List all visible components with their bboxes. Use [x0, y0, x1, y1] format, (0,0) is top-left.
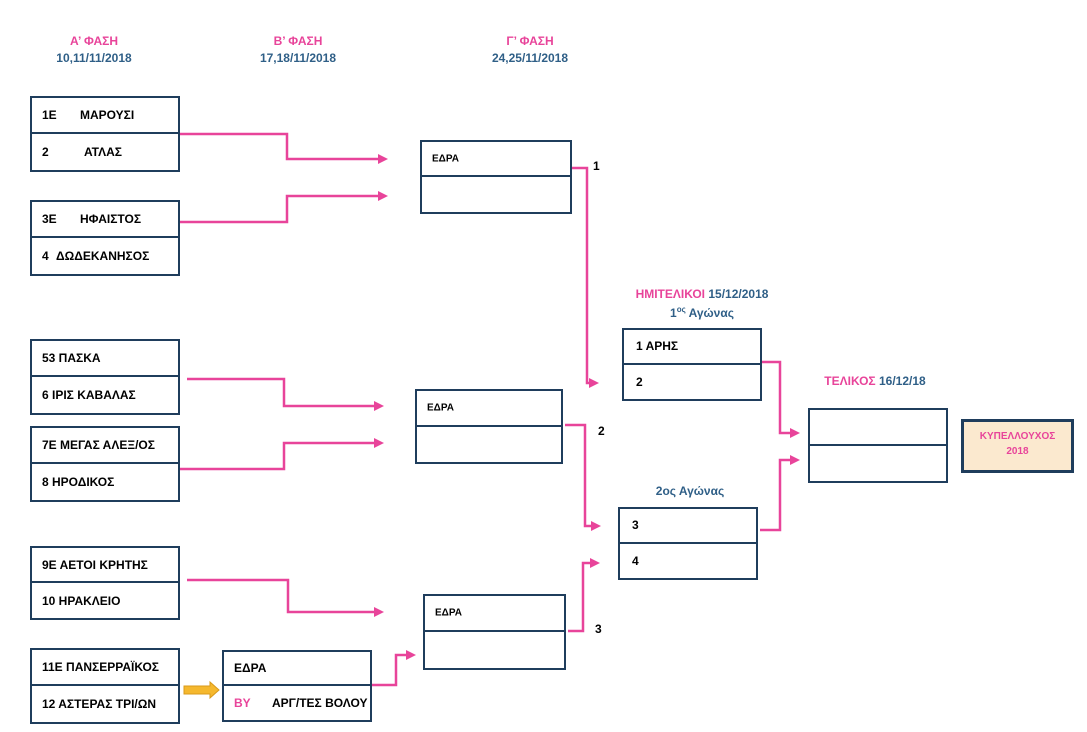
team-ifaistos: ΗΦΑΙΣΤΟΣ	[80, 212, 142, 226]
connector-s2	[760, 458, 797, 532]
phase-c-date: 24,25/11/2018	[491, 51, 569, 65]
connector-m5	[187, 578, 376, 614]
semifinal-match-1: 1 ΑΡΗΣ 2	[622, 328, 762, 401]
round1-match-3: 53 ΠΑΣΚΑ 6 ΙΡΙΣ ΚΑΒΑΛΑΣ	[30, 339, 180, 415]
connector-r2	[372, 653, 413, 687]
team-argonautes-volou: ΑΡΓ/ΤΕΣ ΒΟΛΟΥ	[272, 696, 368, 710]
semifinal-1-slot2: 2	[636, 374, 643, 389]
semifinal-1-word: Αγώνας	[688, 306, 734, 320]
team-irodikos: 8 ΗΡΟΔΙΚΟΣ	[42, 475, 115, 489]
phase-a-header: Α’ ΦΑΣΗ 10,11/11/2018	[4, 33, 184, 67]
round3-match-2: ΕΔΡΑ	[415, 389, 563, 464]
connector-q2	[565, 423, 598, 528]
round3-match-1: ΕΔΡΑ	[420, 140, 572, 214]
final-match	[808, 408, 948, 483]
connector-m4	[180, 441, 376, 471]
round1-match-2: 3Ε ΗΦΑΙΣΤΟΣ 4 ΔΩΔΕΚΑΝΗΣΟΣ	[30, 200, 180, 276]
round3-number-3: 3	[595, 622, 602, 636]
round3-2-home: ΕΔΡΑ	[427, 402, 455, 414]
round3-number-1: 1	[593, 159, 600, 173]
team-paska: 53 ΠΑΣΚΑ	[42, 351, 101, 365]
round3-1-home: ΕΔΡΑ	[432, 153, 460, 164]
semifinal-match-2: 3 4	[618, 507, 758, 580]
bye-arrow-icon	[183, 680, 220, 700]
team-marousi: ΜΑΡΟΥΣΙ	[80, 108, 135, 122]
semifinals-date: 15/12/2018	[708, 287, 769, 301]
round3-number-2: 2	[598, 424, 605, 438]
phase-b-date: 17,18/11/2018	[259, 51, 337, 65]
semifinal-1-slot1: 1 ΑΡΗΣ	[636, 339, 679, 354]
round3-3-home: ΕΔΡΑ	[435, 607, 463, 619]
final-date: 16/12/18	[878, 374, 926, 388]
final-header: ΤΕΛΙΚΟΣ 16/12/18	[800, 374, 950, 388]
round3-match-3: ΕΔΡΑ	[423, 594, 566, 670]
connector-m3	[187, 377, 376, 408]
connector-m2	[180, 194, 380, 224]
team-aetoi-kritis: 9Ε ΑΕΤΟΙ ΚΡΗΤΗΣ	[42, 557, 148, 572]
connector-q3	[568, 561, 597, 633]
phase-a-date: 10,11/11/2018	[56, 51, 132, 65]
connector-q1	[572, 166, 596, 385]
semifinal-1-label: 1ος Αγώνας	[617, 305, 787, 320]
round1-match-4: 7Ε ΜΕΓΑΣ ΑΛΕΞ/ΟΣ 8 ΗΡΟΔΙΚΟΣ	[30, 426, 180, 502]
team-panserraikos: 11Ε ΠΑΝΣΕΡΡΑΪΚΟΣ	[42, 660, 159, 674]
team-iris-kavalas: 6 ΙΡΙΣ ΚΑΒΑΛΑΣ	[42, 388, 136, 402]
round1-match-5: 9Ε ΑΕΤΟΙ ΚΡΗΤΗΣ 10 ΗΡΑΚΛΕΙΟ	[30, 546, 180, 620]
semifinal-2-label: 2ος Αγώνας	[655, 484, 725, 498]
round1-match-1: 1Ε ΜΑΡΟΥΣΙ 2 ΑΤΛΑΣ	[30, 96, 180, 172]
semifinals-title: ΗΜΙΤΕΛΙΚΟΙ	[635, 287, 706, 301]
semifinal-1-ordinal: ος	[676, 305, 686, 314]
seed-1: 1Ε	[42, 108, 57, 122]
seed-4: 4	[42, 249, 49, 263]
semifinal-1-number: 1	[670, 306, 677, 320]
bye-tag: BY	[234, 696, 251, 710]
final-title: ΤΕΛΙΚΟΣ	[824, 374, 876, 388]
phase-b-title: Β’ ΦΑΣΗ	[273, 34, 323, 48]
round2-match: ΕΔΡΑ BY ΑΡΓ/ΤΕΣ ΒΟΛΟΥ	[222, 650, 372, 722]
team-atlas: ΑΤΛΑΣ	[84, 145, 122, 159]
phase-b-header: Β’ ΦΑΣΗ 17,18/11/2018	[208, 33, 388, 67]
semifinals-header: ΗΜΙΤΕΛΙΚΟΙ 15/12/2018	[617, 287, 787, 301]
champion-box: ΚΥΠΕΛΛΟΥΧΟΣ 2018	[961, 419, 1074, 473]
seed-2: 2	[42, 145, 49, 159]
connector-m1	[180, 132, 380, 161]
phase-a-title: Α’ ΦΑΣΗ	[69, 34, 119, 48]
semifinal-2-slot1: 3	[632, 518, 639, 533]
semifinal-2-slot2: 4	[632, 553, 639, 568]
team-irakleio: 10 ΗΡΑΚΛΕΙΟ	[42, 593, 121, 608]
team-dodekanisos: ΔΩΔΕΚΑΝΗΣΟΣ	[56, 249, 150, 263]
phase-c-title: Γ’ ΦΑΣΗ	[506, 34, 554, 48]
champion-label: ΚΥΠΕΛΛΟΥΧΟΣ	[979, 431, 1056, 442]
team-asteras-tripoleos: 12 ΑΣΤΕΡΑΣ ΤΡΙ/ΩΝ	[42, 697, 157, 711]
seed-3: 3Ε	[42, 212, 57, 226]
round1-match-6: 11Ε ΠΑΝΣΕΡΡΑΪΚΟΣ 12 ΑΣΤΕΡΑΣ ΤΡΙ/ΩΝ	[30, 648, 180, 724]
champion-year: 2018	[1006, 446, 1029, 457]
phase-c-header: Γ’ ΦΑΣΗ 24,25/11/2018	[440, 33, 620, 67]
round2-home: ΕΔΡΑ	[234, 661, 267, 675]
connector-s1	[762, 360, 797, 435]
team-megas-alexandros: 7Ε ΜΕΓΑΣ ΑΛΕΞ/ΟΣ	[42, 438, 155, 452]
